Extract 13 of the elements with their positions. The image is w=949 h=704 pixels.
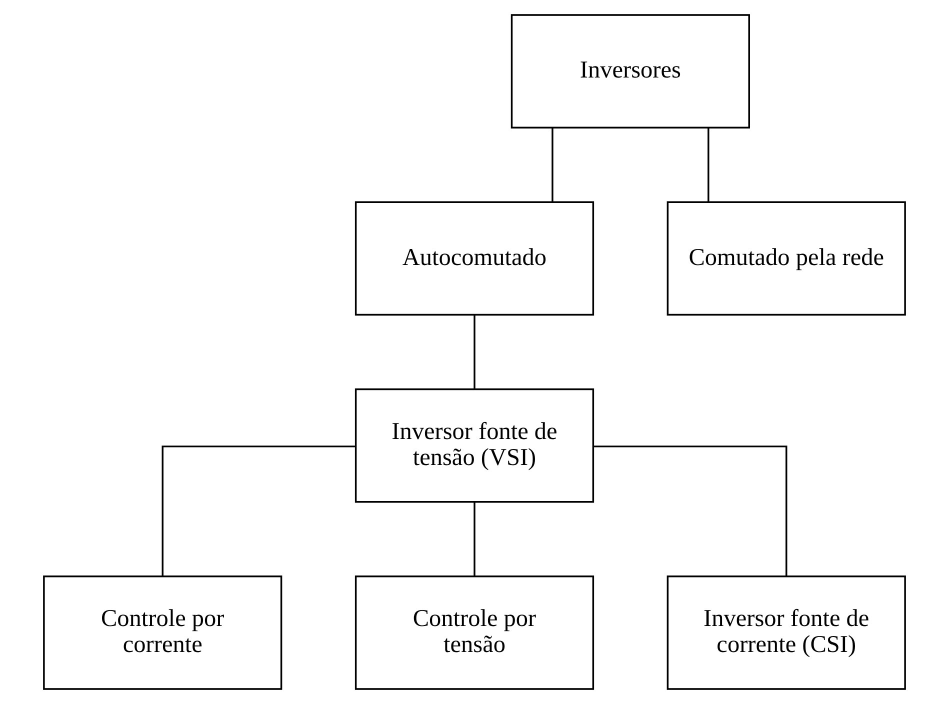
node-box: Comutado pela rede <box>666 201 906 316</box>
connector <box>552 128 554 202</box>
connector <box>593 446 788 576</box>
node-box: Controle por tensão <box>354 576 594 690</box>
node-box: Inversores <box>510 14 750 128</box>
connector <box>474 502 476 576</box>
node-box: Autocomutado <box>354 201 594 316</box>
node-box: Controle por corrente <box>43 576 282 690</box>
node-box: Inversor fonte de corrente (CSI) <box>666 576 906 690</box>
connector <box>474 315 476 390</box>
connector <box>708 128 710 202</box>
connector <box>162 446 356 576</box>
node-box: Inversor fonte de tensão (VSI) <box>354 388 594 503</box>
